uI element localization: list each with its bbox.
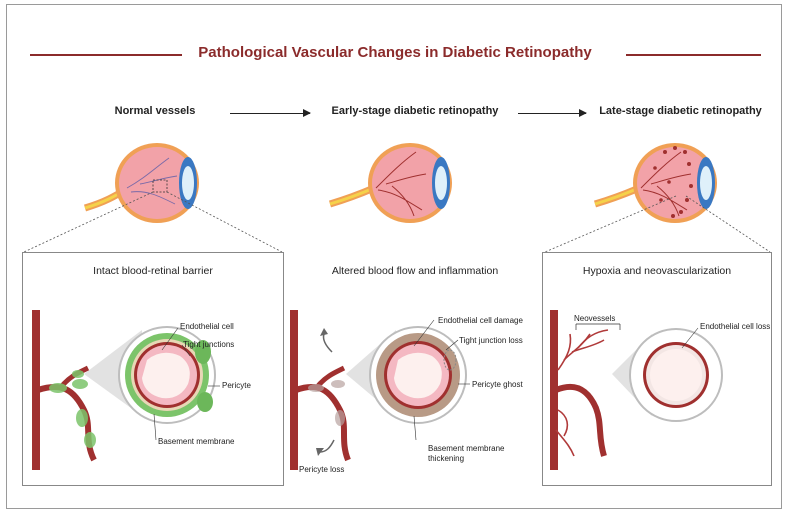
panel-title-normal: Intact blood-retinal barrier: [22, 265, 284, 277]
label-endothelial-cell-damage: Endothelial cell damage: [438, 316, 523, 325]
label-neovessels: Neovessels: [574, 314, 615, 323]
label-pericyte-ghost: Pericyte ghost: [472, 380, 523, 389]
label-tight-junctions: Tight junctions: [183, 340, 234, 349]
label-tight-junction-loss: Tight junction loss: [459, 336, 523, 345]
label-pericyte-loss: Pericyte loss: [299, 465, 344, 474]
panel-title-early: Altered blood flow and inflammation: [290, 265, 540, 277]
label-basement-membrane: Basement membrane: [158, 437, 234, 446]
label-pericyte: Pericyte: [222, 381, 251, 390]
label-basement-membrane-thickening-2: thickening: [428, 454, 464, 463]
label-endothelial-cell: Endothelial cell: [180, 322, 234, 331]
label-basement-membrane-thickening-1: Basement membrane: [428, 444, 504, 453]
panel-title-late: Hypoxia and neovascularization: [542, 265, 772, 277]
label-endothelial-cell-loss: Endothelial cell loss: [700, 322, 770, 331]
